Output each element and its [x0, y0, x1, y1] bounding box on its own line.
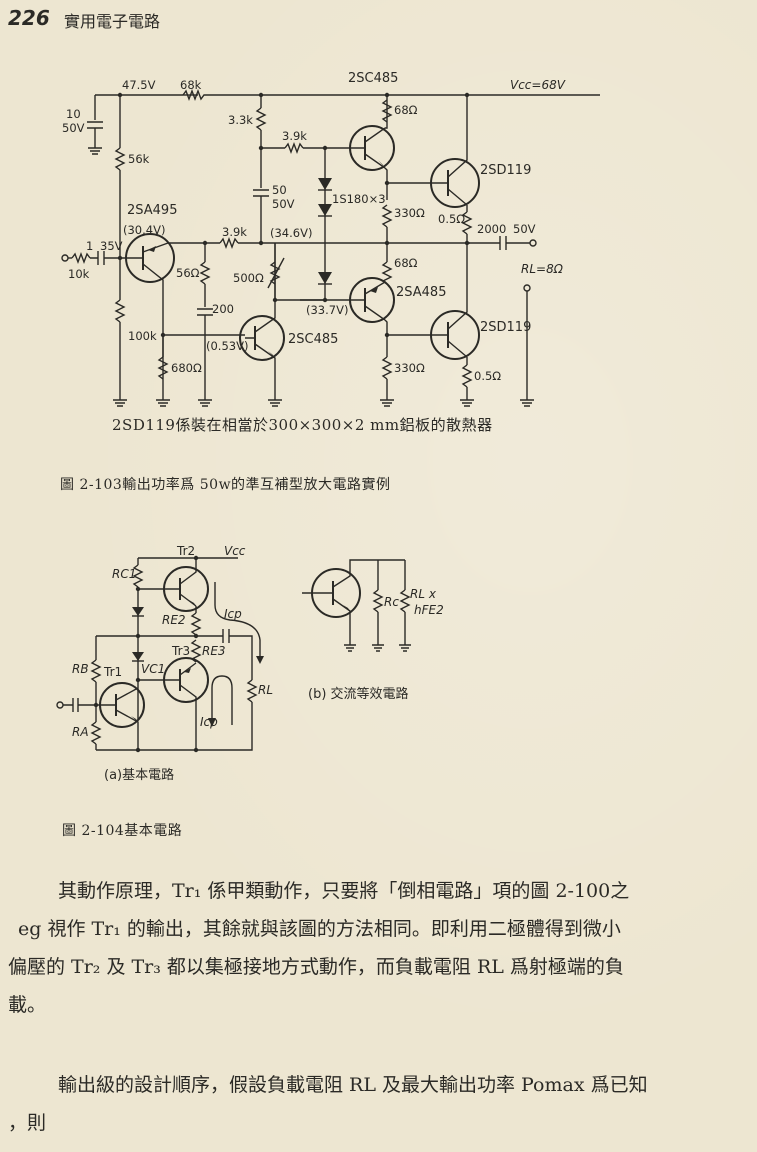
label-r39k-b: 3.9k — [222, 225, 247, 239]
paragraph-1-line-3: 偏壓的 Tr₂ 及 Tr₃ 都以集極接地方式動作，而負載電阻 RL 爲射極端的負 — [8, 956, 624, 978]
label-r100k: 100k — [128, 329, 157, 343]
label-cap2000: 2000 — [477, 222, 506, 236]
label-tr3: Tr3 — [171, 644, 190, 658]
label-diodes: 1S180×3 — [332, 192, 386, 206]
label-v337: (33.7V) — [306, 303, 348, 317]
label-cap10: 10 — [66, 107, 81, 121]
label-r68-a: 68Ω — [394, 103, 418, 117]
label-r56: 56Ω — [176, 266, 200, 280]
label-v-top: 47.5V — [122, 78, 156, 92]
label-hfe2: hFE2 — [414, 603, 444, 617]
label-tr-input: 2SA495 — [127, 203, 177, 218]
label-tr-bot-out: 2SD119 — [480, 320, 531, 335]
label-tr1: Tr1 — [103, 665, 122, 679]
label-r330-b: 330Ω — [394, 361, 425, 375]
paragraph-1-line-1: 其動作原理，Tr₁ 係甲類動作，只要將「倒相電路」項的圖 2-100之 — [58, 880, 630, 902]
label-cap50: 50 — [272, 183, 287, 197]
label-ra: RA — [72, 725, 89, 739]
figure-104-caption: 圖 2-104基本電路 — [62, 823, 183, 839]
label-r05-b: 0.5Ω — [474, 369, 501, 383]
figure-104b-caption: (b) 交流等效電路 — [308, 687, 409, 702]
book-title: 實用電子電路 — [64, 12, 161, 31]
label-input-c-v: 35V — [100, 239, 123, 253]
label-v346: (34.6V) — [270, 226, 312, 240]
paragraph-1-line-4: 載。 — [8, 994, 47, 1016]
label-rl: RL=8Ω — [521, 262, 564, 276]
label-r68k: 68k — [180, 78, 202, 92]
label-rc: Rc — [384, 595, 399, 609]
label-vcc-a: Vcc — [224, 544, 246, 558]
label-icp-bot: Icp — [200, 715, 218, 729]
label-r39k-a: 3.9k — [282, 129, 307, 143]
label-tr-bot-driver: 2SA485 — [396, 285, 446, 300]
paragraph-1: 其動作原理，Tr₁ 係甲類動作，只要將「倒相電路」項的圖 2-100之 eg 視… — [0, 872, 757, 1024]
figure-103-schematic: 47.5V 68k 2SC485 Vcc=68V 10 50V 56k 3.3k… — [61, 71, 600, 407]
label-icp-top: Icp — [224, 607, 242, 621]
label-r33k: 3.3k — [228, 113, 253, 127]
label-r56k: 56k — [128, 152, 150, 166]
label-vcc: Vcc=68V — [510, 78, 566, 92]
figure-103-note: 2SD119係裝在相當於300×300×2 mm鋁板的散熱器 — [112, 416, 493, 434]
label-tr-top-driver: 2SC485 — [348, 71, 398, 86]
label-rl-x: RL x — [410, 587, 437, 601]
label-rl-a: RL — [258, 683, 273, 697]
label-rb: RB — [72, 662, 89, 676]
label-tr-vas: 2SC485 — [288, 332, 338, 347]
label-pot500: 500Ω — [233, 271, 264, 285]
label-v053: (0.53V) — [206, 339, 248, 353]
label-cap10-v: 50V — [62, 121, 85, 135]
label-input-r: 10k — [68, 267, 90, 281]
figure-104a-caption: (a)基本電路 — [104, 768, 175, 783]
label-tr2: Tr2 — [176, 544, 195, 558]
label-v-input: (30.4V) — [123, 223, 165, 237]
label-cap50-v: 50V — [272, 197, 295, 211]
label-re3: RE3 — [202, 644, 226, 658]
paragraph-2: 輸出級的設計順序，假設負載電阻 RL 及最大輸出功率 Pomax 爲已知 ，則 — [0, 1066, 757, 1142]
paragraph-2-line-1: 輸出級的設計順序，假設負載電阻 RL 及最大輸出功率 Pomax 爲已知 — [58, 1074, 648, 1096]
label-re2: RE2 — [162, 613, 186, 627]
label-tr-top-out: 2SD119 — [480, 163, 531, 178]
figure-103-caption: 圖 2-103輸出功率爲 50w的準互補型放大電路實例 — [60, 477, 391, 493]
label-r330-a: 330Ω — [394, 206, 425, 220]
label-r05-a: 0.5Ω — [438, 212, 465, 226]
figure-104-schematic: Tr2 Vcc RC1 RE2 Icp Tr3 RE3 RB Tr1 VC1 R… — [56, 544, 444, 753]
label-input-c: 1 — [86, 239, 93, 253]
label-r68-b: 68Ω — [394, 256, 418, 270]
label-vc1: VC1 — [141, 662, 165, 676]
paragraph-2-line-2: ，則 — [8, 1112, 47, 1134]
page-number: 226 — [8, 6, 50, 30]
label-cap2000-v: 50V — [513, 222, 536, 236]
label-cap200: 200 — [212, 302, 234, 316]
label-rc1: RC1 — [112, 567, 136, 581]
paragraph-1-line-2: eg 視作 Tr₁ 的輸出，其餘就與該圖的方法相同。即利用二極體得到微小 — [18, 918, 621, 940]
label-r680: 680Ω — [171, 361, 202, 375]
